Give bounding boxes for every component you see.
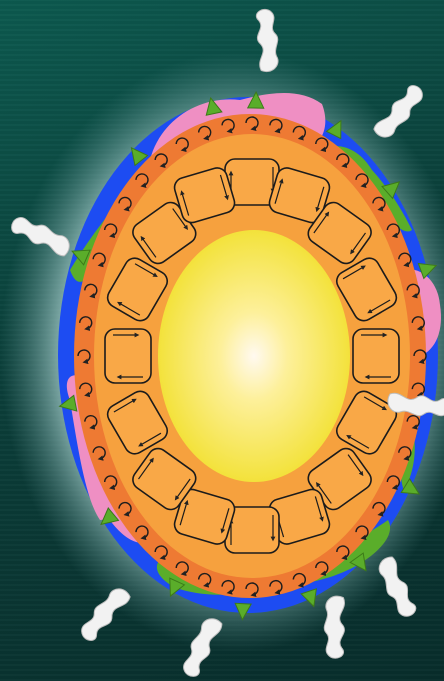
convection-cell: [105, 329, 151, 383]
core: [158, 230, 350, 482]
convection-cell: [353, 329, 399, 383]
